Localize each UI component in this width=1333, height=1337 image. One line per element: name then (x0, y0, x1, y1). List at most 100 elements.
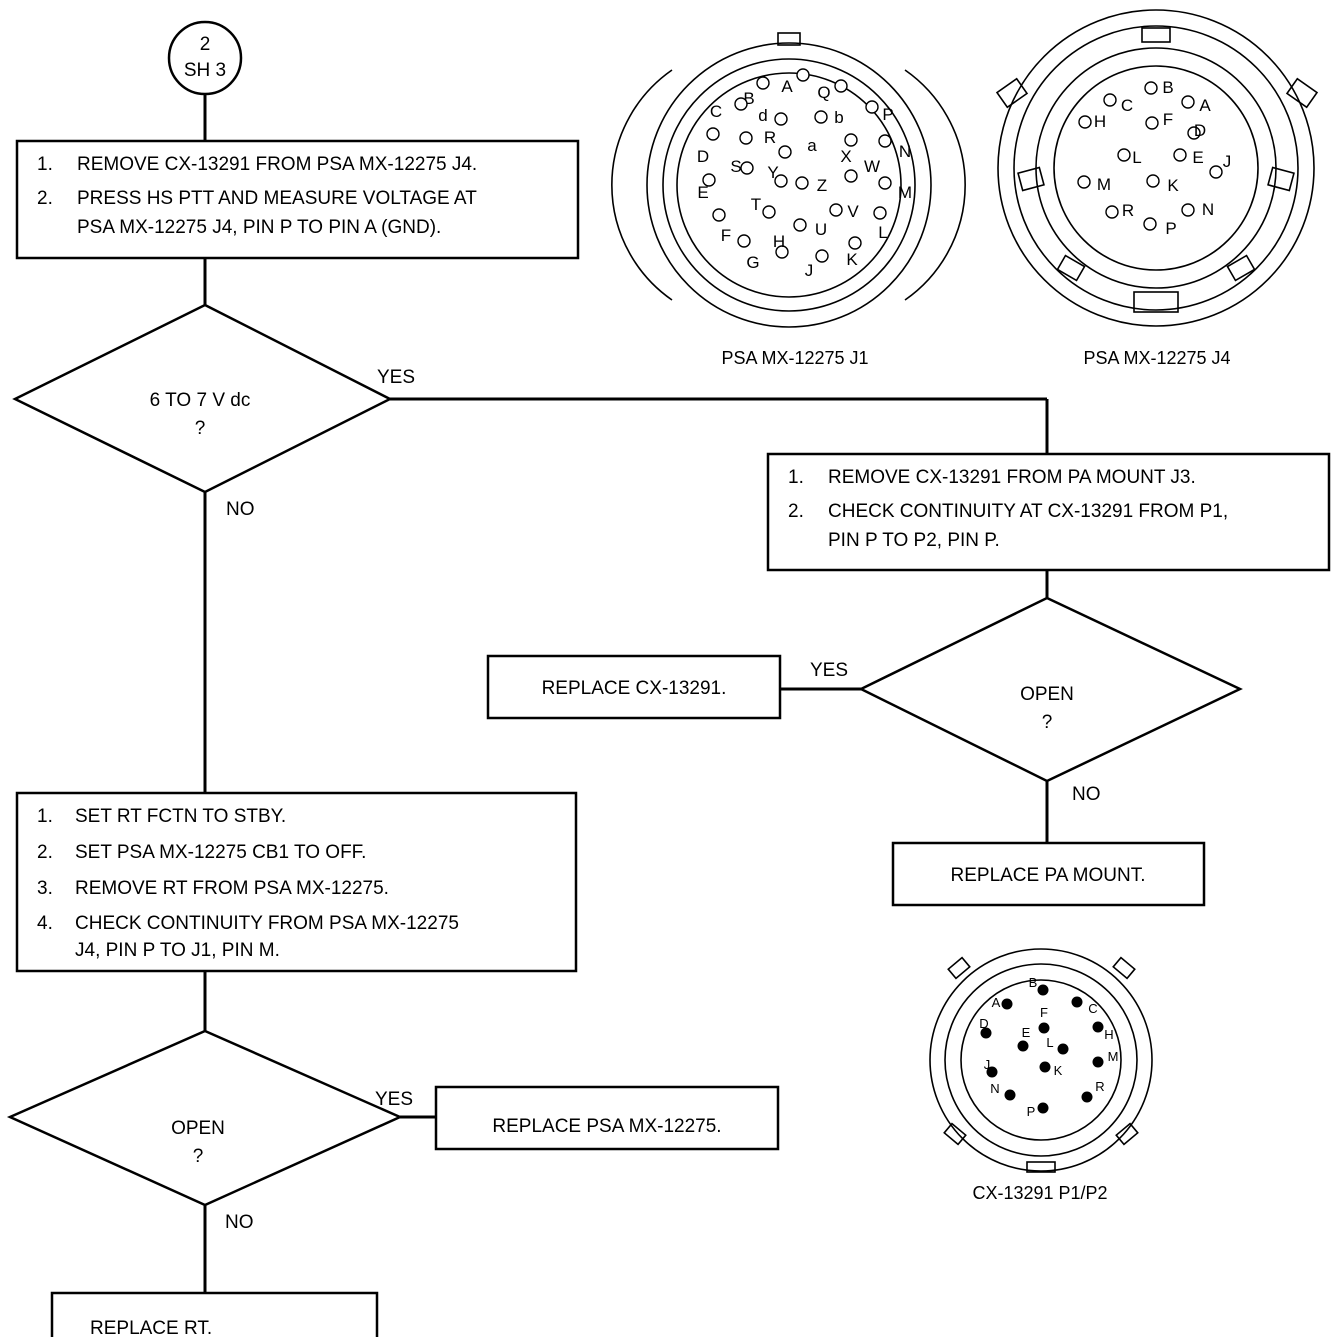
svg-text:N: N (1202, 200, 1214, 219)
connector-j1-face (611, 32, 966, 328)
svg-text:M: M (898, 183, 912, 202)
svg-text:D: D (1194, 121, 1206, 140)
svg-text:Q: Q (817, 83, 830, 102)
pin-j4-P: P (1143, 217, 1177, 238)
no-label: NO (225, 1212, 254, 1233)
pin-p1p2-B: B (1029, 975, 1049, 996)
step-text: REMOVE RT FROM PSA MX-12275. (75, 878, 389, 899)
pin-p1p2-M: M (1092, 1049, 1119, 1068)
pin-j1-N: N (878, 134, 911, 161)
pin-j4-K: K (1146, 174, 1179, 195)
svg-text:C: C (1088, 1001, 1097, 1016)
svg-text:C: C (710, 102, 722, 121)
pin-j4-M: M (1077, 175, 1111, 194)
pin-j1-F: F (712, 208, 731, 245)
pin-j1-Q: Q (817, 79, 848, 102)
svg-text:A: A (781, 77, 793, 96)
svg-text:J: J (805, 261, 814, 280)
svg-text:G: G (746, 253, 759, 272)
step-text: SET PSA MX-12275 CB1 TO OFF. (75, 842, 366, 863)
svg-text:X: X (840, 147, 851, 166)
step-number: 1. (788, 467, 804, 488)
pin-p1p2-J: J (984, 1057, 998, 1078)
pin-j1-C: C (710, 97, 748, 121)
decision-open-cable-line1: OPEN (1020, 684, 1074, 705)
pin-j1-E: E (697, 173, 716, 202)
pin-j4-A: A (1181, 95, 1211, 115)
pin-j1-M: M (878, 176, 912, 202)
pin-j1-R: R (739, 128, 776, 147)
svg-text:P: P (1027, 1104, 1036, 1119)
svg-text:B: B (1029, 975, 1038, 990)
action-replace-rt: REPLACE RT. (50, 1291, 379, 1337)
svg-text:d: d (758, 106, 767, 125)
svg-text:A: A (992, 995, 1001, 1010)
pin-p1p2-F: F (1038, 1005, 1050, 1034)
pin-j4-H: H (1078, 112, 1106, 131)
off-sheet-connector: 2 SH 3 (167, 20, 243, 96)
step-box-remove-and-measure: 1. REMOVE CX-13291 FROM PSA MX-12275 J4.… (15, 139, 580, 260)
svg-text:E: E (1192, 148, 1203, 167)
decision-open-psa-line2: ? (193, 1146, 204, 1167)
pin-j4-L: L (1117, 148, 1142, 167)
replace-rt-text: REPLACE RT. (90, 1318, 212, 1337)
pin-p1p2-C: C (1071, 996, 1098, 1016)
svg-text:M: M (1097, 175, 1111, 194)
pin-j1-H: H (737, 232, 785, 251)
connector-ref-line1: 2 (200, 34, 211, 55)
svg-text:S: S (730, 157, 741, 176)
connector-j4-face (995, 9, 1319, 327)
step-text: PSA MX-12275 J4, PIN P TO PIN A (GND). (77, 217, 441, 238)
flow-lines (203, 94, 1049, 1293)
pin-p1p2-H: H (1092, 1021, 1114, 1042)
step-number: 2. (37, 842, 53, 863)
step-number: 2. (37, 188, 53, 209)
no-label: NO (226, 499, 255, 520)
svg-text:E: E (1022, 1025, 1031, 1040)
pin-j1-W: W (844, 157, 880, 183)
pin-j4-F: F (1145, 110, 1173, 130)
step-box-check-cable: 1. REMOVE CX-13291 FROM PA MOUNT J3. 2. … (766, 452, 1331, 572)
svg-text:R: R (764, 128, 776, 147)
svg-text:N: N (990, 1081, 999, 1096)
pin-j1-d: d (758, 106, 788, 126)
replace-psa-text: REPLACE PSA MX-12275. (492, 1116, 721, 1137)
yes-label: YES (810, 660, 848, 681)
svg-text:D: D (979, 1016, 988, 1031)
step-number: 1. (37, 806, 53, 827)
svg-text:L: L (1132, 148, 1141, 167)
connector-j1-caption: PSA MX-12275 J1 (721, 348, 868, 368)
svg-text:F: F (1163, 110, 1173, 129)
pin-j4-R: R (1105, 201, 1134, 220)
step-text: PRESS HS PTT AND MEASURE VOLTAGE AT (77, 188, 477, 209)
svg-text:F: F (1040, 1005, 1048, 1020)
svg-text:M: M (1108, 1049, 1119, 1064)
decision-open-cable: OPEN ? YES NO (810, 596, 1243, 805)
svg-text:A: A (1199, 96, 1211, 115)
svg-text:R: R (1122, 201, 1134, 220)
svg-text:V: V (847, 202, 859, 221)
pin-j4-C: C (1103, 93, 1133, 115)
svg-text:K: K (846, 250, 858, 269)
svg-text:J: J (984, 1057, 991, 1072)
svg-text:W: W (864, 157, 880, 176)
decision-open-cable-line2: ? (1042, 712, 1053, 733)
action-replace-psa: REPLACE PSA MX-12275. (434, 1085, 780, 1151)
step-text: CHECK CONTINUITY FROM PSA MX-12275 (75, 913, 459, 934)
pin-j1-P: P (865, 100, 894, 124)
connector-pins: ABCDEFGHJKLMNPQRSTUVWXYZabdABCDEFHJKLMNP… (697, 68, 1231, 1119)
yes-label: YES (375, 1089, 413, 1110)
step-text: PIN P TO P2, PIN P. (828, 530, 1000, 551)
pin-j1-A: A (781, 68, 810, 96)
decision-voltage: 6 TO 7 V dc ? YES NO (12, 303, 415, 520)
pin-j4-D: D (1187, 121, 1206, 140)
replace-cable-text: REPLACE CX-13291. (542, 678, 727, 699)
svg-text:H: H (1094, 112, 1106, 131)
pin-j1-B: B (743, 76, 770, 108)
pin-j4-J: J (1209, 152, 1231, 179)
pin-p1p2-L: L (1046, 1035, 1069, 1055)
svg-text:b: b (834, 108, 843, 127)
pin-j1-V: V (829, 202, 859, 221)
action-replace-cable: REPLACE CX-13291. (486, 654, 782, 720)
decision-open-psa-line1: OPEN (171, 1118, 225, 1139)
